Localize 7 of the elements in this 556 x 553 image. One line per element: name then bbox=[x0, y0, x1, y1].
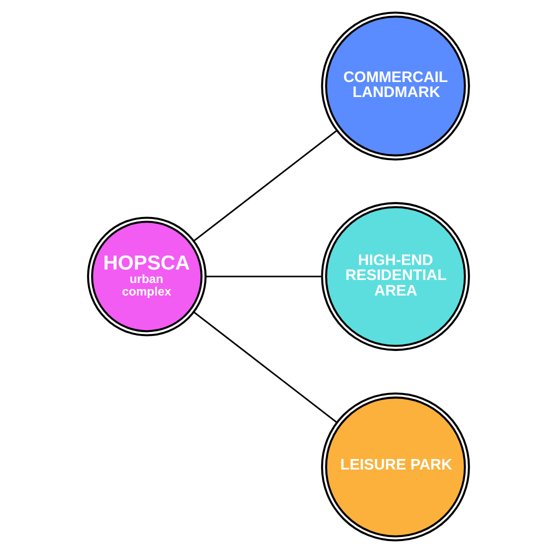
connector bbox=[192, 130, 337, 242]
node-circle: LEISURE PARK bbox=[320, 392, 470, 542]
connector bbox=[205, 276, 322, 278]
node-circle: COMMERCAIL LANDMARK bbox=[320, 12, 470, 160]
node-circle: HOPSCA urban complex bbox=[86, 216, 206, 336]
node-circle: HIGH-END RESIDENTIAL AREA bbox=[320, 202, 470, 351]
connector bbox=[192, 312, 337, 424]
